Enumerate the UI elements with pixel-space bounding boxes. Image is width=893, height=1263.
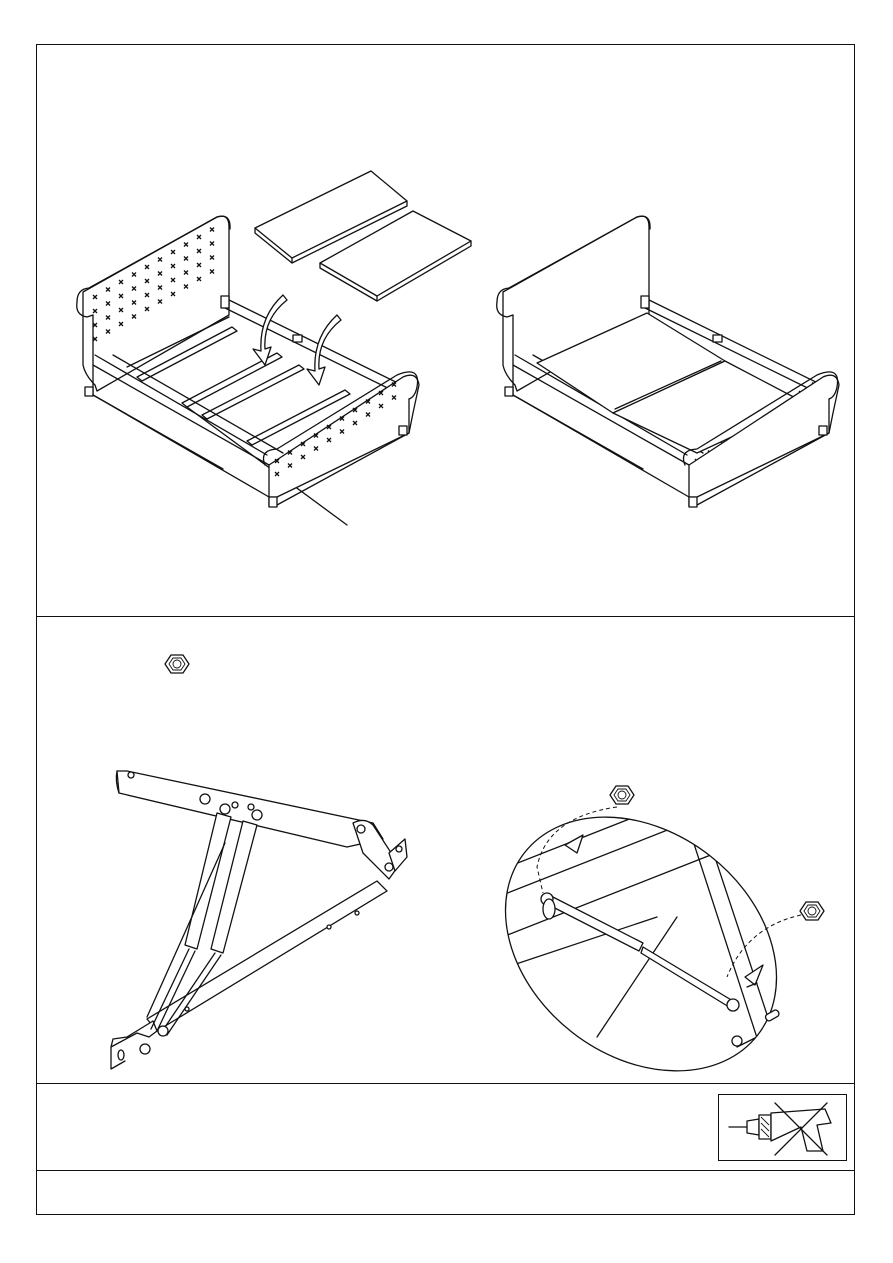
strut-detail-oval [37, 617, 856, 1084]
step-panel-boards [37, 45, 854, 617]
instruction-page-frame [36, 44, 855, 1215]
bed-with-boards-illustration [37, 45, 856, 617]
step-panel-blank [37, 1171, 854, 1216]
hex-nut-callout-top [610, 783, 636, 807]
step-panel-gas-struts [37, 617, 854, 1084]
step-panel-warning [37, 1084, 854, 1171]
no-power-drill-icon [718, 1094, 847, 1161]
hex-nut-callout-right [800, 899, 826, 923]
